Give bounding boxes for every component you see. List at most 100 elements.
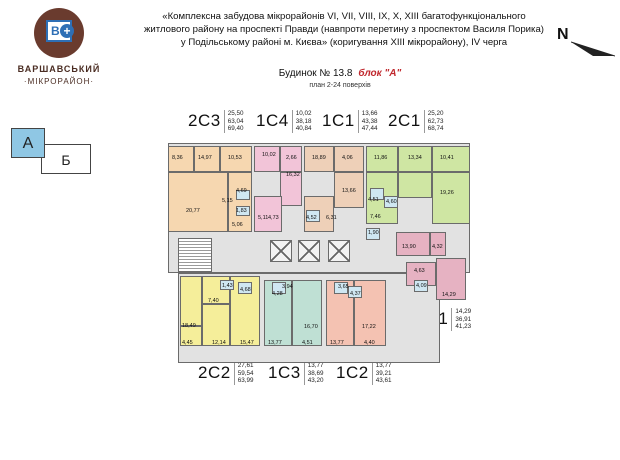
room-area-label: 4,09 (416, 283, 427, 289)
project-title-line-3: у Подільському районі м. Києва» (коригув… (180, 37, 508, 48)
room (334, 146, 364, 172)
room-area-label: 13,90 (402, 244, 416, 250)
room-area-label: 18,49 (182, 323, 196, 329)
apartment-total-area: 36,91 (455, 315, 472, 323)
apartment-code: 1С2 (336, 363, 369, 383)
apartment-total-area: 38,69 (307, 369, 324, 377)
apartment-gross-area: 43,20 (307, 377, 324, 385)
apartment-total-area: 62,73 (427, 117, 444, 125)
room-area-label: 4,51 (368, 197, 379, 203)
room-area-label: 17,22 (362, 324, 376, 330)
room (370, 188, 384, 200)
logo-subtitle: ·МІКРОРАЙОН· (23, 77, 95, 86)
room-area-label: 10,41 (440, 155, 454, 161)
room-area-label: 19,26 (440, 190, 454, 196)
room-area-label: 8,36 (172, 155, 183, 161)
north-arrow-icon (571, 41, 615, 57)
apartment-gross-area: 40,84 (295, 125, 312, 133)
room-area-label: 16,70 (304, 324, 318, 330)
room (396, 232, 430, 256)
room (398, 172, 432, 198)
apartment-total-area: 38,18 (295, 117, 312, 125)
logo-name: ВАРШАВСЬКИЙ (17, 64, 101, 74)
room (236, 206, 250, 216)
room (304, 146, 334, 172)
apartment-total-area: 63,04 (227, 117, 244, 125)
room (220, 146, 252, 172)
room-area-label: 4,60 (386, 199, 397, 205)
apartment-gross-area: 69,40 (227, 125, 244, 133)
room-area-label: 6,31 (326, 215, 337, 221)
room-area-label: 5,06 (232, 222, 243, 228)
room (436, 258, 466, 300)
room (280, 172, 302, 206)
room (180, 326, 202, 346)
room-area-label: 4,63 (414, 268, 425, 274)
room-area-label: 5,11 (258, 215, 269, 221)
building-number: Будинок № 13.8 (278, 68, 353, 79)
room (264, 280, 292, 346)
apartment-living-area: 14,29 (455, 308, 472, 315)
room-area-label: 4,06 (342, 155, 353, 161)
apartment-living-area: 25,50 (227, 110, 244, 117)
room-area-label: 2,66 (286, 155, 297, 161)
block-label: блок "А" (358, 68, 402, 79)
section-a-tab[interactable]: А (11, 128, 45, 158)
project-title-line-1: «Комплексна забудова мікрорайонів VI, VI… (162, 11, 526, 22)
room-area-label: 11,86 (374, 155, 388, 161)
room-area-label: 13,77 (268, 340, 282, 346)
room (254, 146, 280, 172)
room-area-label: 1,83 (236, 208, 247, 214)
project-title-line-2: житлового району на проспекті Правди (на… (144, 24, 544, 35)
room-area-label: 5,15 (222, 198, 233, 204)
room-area-label: 3,94 (282, 284, 293, 290)
room (228, 172, 252, 232)
room (254, 196, 282, 232)
apartment-code: 2С2 (198, 363, 231, 383)
room-area-label: 1,43 (222, 283, 233, 289)
room (272, 282, 286, 294)
room (414, 280, 428, 292)
apartment-gross-area: 47,44 (361, 125, 378, 133)
section-b-tab[interactable]: Б (41, 144, 91, 174)
room-area-label: 4,51 (302, 340, 313, 346)
room (280, 146, 302, 172)
room (366, 146, 398, 172)
room (194, 146, 220, 172)
room-area-label: 13,77 (330, 340, 344, 346)
room (430, 232, 446, 256)
room (238, 282, 252, 294)
room-area-label: 4,45 (182, 340, 193, 346)
apartment-living-area: 10,02 (295, 110, 312, 117)
room (168, 146, 194, 172)
apartment-living-area: 27,61 (237, 362, 254, 369)
apartment-living-area: 25,20 (427, 110, 444, 117)
room-area-label: 1,90 (368, 230, 379, 236)
elevator-icon (298, 240, 320, 262)
room (334, 282, 348, 294)
room-area-label: 20,77 (186, 208, 200, 214)
room (236, 190, 250, 200)
room-area-label: 4,32 (432, 244, 443, 250)
room (168, 172, 228, 232)
apartment-total-area: 43,38 (361, 117, 378, 125)
room-area-label: 14,29 (442, 292, 456, 298)
room-area-label: 4,28 (272, 291, 283, 297)
apartment-total-area: 39,21 (375, 369, 392, 377)
room (366, 228, 380, 240)
apartment-total-area: 59,54 (237, 369, 254, 377)
room (202, 304, 230, 346)
north-label: N (557, 26, 569, 43)
apartment-code: 2С3 (188, 111, 221, 131)
room (432, 172, 470, 224)
room-area-label: 10,53 (228, 155, 242, 161)
room-area-label: 10,02 (262, 152, 276, 158)
room (334, 172, 364, 208)
floors-label: план 2-24 поверхів (309, 82, 371, 89)
apartment-gross-area: 43,61 (375, 377, 392, 385)
